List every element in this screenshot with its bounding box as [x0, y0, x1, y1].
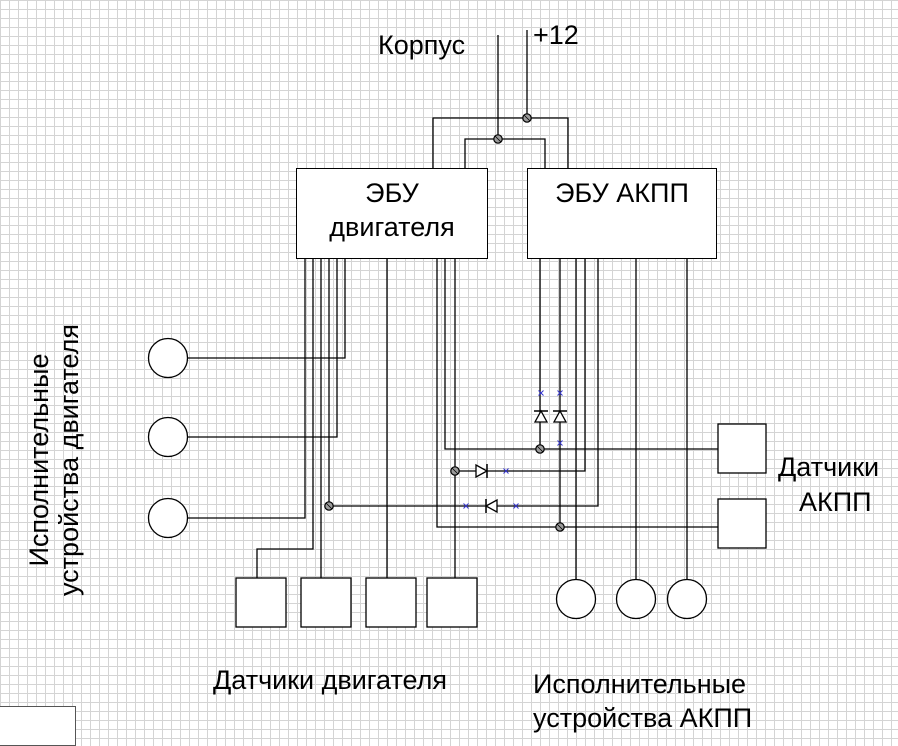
- ecu-engine-title-line1: ЭБУ: [365, 178, 419, 208]
- wire-end-mark: [463, 503, 469, 509]
- ecu-transmission-title: ЭБУ АКПП: [555, 178, 689, 208]
- transmission-actuators-label-line2: устройства АКПП: [533, 703, 753, 733]
- engine-sensor-3: [365, 577, 417, 628]
- transmission-sensors-label-line1: Датчики: [778, 452, 880, 482]
- wire-shared-line-2: [455, 259, 586, 472]
- component-group: [147, 337, 767, 628]
- junction-group: [324, 113, 565, 532]
- plus12-label: +12: [533, 20, 579, 50]
- wire-end-mark: [538, 390, 544, 396]
- transmission-actuator-1: [555, 578, 597, 620]
- junction-node-hatch: [523, 114, 531, 122]
- transmission-sensor-1: [717, 423, 767, 474]
- wire-end-mark: [557, 440, 563, 446]
- transmission-sensors-label-line2: АКПП: [799, 487, 872, 517]
- diode-right-triangle: [475, 463, 489, 479]
- transmission-sensor-2: [717, 498, 767, 549]
- wire-end-mark: [557, 390, 563, 396]
- engine-actuators-label-line1: Исполнительные: [24, 353, 54, 567]
- engine-actuator-2: [147, 416, 189, 458]
- engine-sensor-4: [426, 577, 478, 628]
- engine-actuator-3: [147, 497, 189, 539]
- diode-up-1: [533, 409, 549, 423]
- ecu-engine-title-line2: двигателя: [329, 212, 455, 242]
- engine-sensor-2: [300, 577, 352, 628]
- wire-transmission-sensor-1: [444, 259, 718, 450]
- junction-node-hatch: [556, 523, 564, 531]
- diode-left-triangle: [484, 498, 498, 514]
- junction-node-hatch: [494, 135, 502, 143]
- junction-node-hatch: [536, 445, 544, 453]
- wire-engine-actuator-1: [188, 259, 346, 359]
- engine-sensors-label: Датчики двигателя: [213, 665, 448, 695]
- wire-engine-sensor-1: [256, 259, 314, 578]
- wire-end-mark: [503, 468, 509, 474]
- diode-left: [484, 498, 498, 514]
- junction-node-hatch: [451, 467, 459, 475]
- engine-sensor-1: [235, 577, 287, 628]
- ecu-engine-box: ЭБУ двигателя: [296, 168, 488, 259]
- wire-ground-bus: [464, 138, 546, 168]
- wire-end-mark: [513, 503, 519, 509]
- transmission-actuator-3: [666, 578, 708, 620]
- wire-shared-line-1: [328, 259, 599, 507]
- ecu-transmission-box: ЭБУ АКПП: [527, 168, 717, 259]
- corner-panel: [0, 706, 76, 746]
- diode-right: [475, 463, 489, 479]
- diode-up-2: [552, 409, 568, 423]
- junction-node-hatch: [325, 502, 333, 510]
- wire-transmission-sensor-2: [436, 259, 718, 528]
- ground-label: Корпус: [378, 30, 466, 60]
- transmission-actuators-label-line1: Исполнительные: [533, 669, 747, 699]
- wire-plus12-bus: [432, 117, 569, 168]
- diode-up-2-triangle: [552, 409, 568, 423]
- wire-engine-actuator-2: [188, 259, 338, 438]
- wire-engine-actuator-3: [188, 259, 306, 519]
- diode-up-1-triangle: [533, 409, 549, 423]
- engine-actuator-1: [147, 337, 189, 379]
- diode-group: [475, 409, 568, 514]
- wire-end-marks: [463, 390, 563, 509]
- transmission-actuator-2: [615, 578, 657, 620]
- engine-actuators-label-line2: устройства двигателя: [54, 323, 84, 597]
- engine-actuators-label: Исполнительные устройства двигателя: [24, 300, 84, 620]
